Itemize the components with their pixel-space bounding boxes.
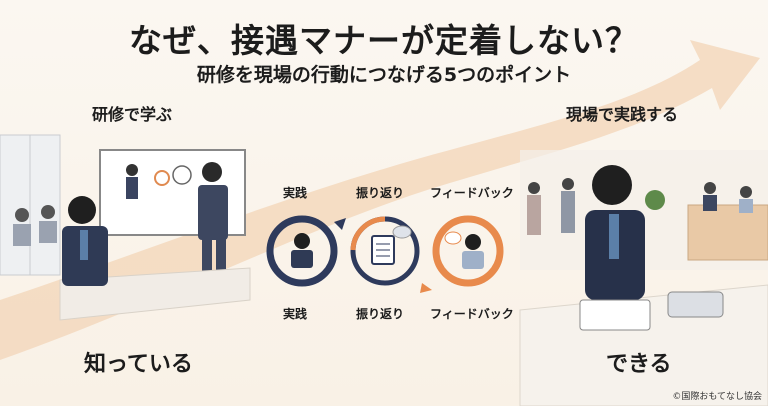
credit-text: ©国際おもてなし協会: [672, 392, 762, 402]
desk-phone: [667, 291, 724, 318]
can-do-caption: できる: [606, 352, 672, 377]
cycle-diagram: [266, 215, 504, 293]
office-illustration: [519, 150, 768, 406]
practice-ring: [266, 215, 338, 287]
feedback-ring: [432, 215, 504, 287]
plant: [645, 190, 665, 210]
cycle-label-reflection-top: 振り返り: [356, 186, 405, 200]
know-caption: 知っている: [84, 352, 193, 377]
cycle-label-practice-top: 実践: [283, 186, 308, 200]
classroom-illustration: [0, 134, 251, 321]
page-subtitle: 研修を現場の行動につなげる5つのポイント: [196, 64, 572, 86]
practice-heading: 現場で実践する: [566, 105, 679, 124]
cycle-label-reflection-bottom: 振り返り: [356, 307, 405, 321]
cycle-label-feedback-top: フィードバック: [430, 186, 514, 200]
cycle-label-feedback-bottom: フィードバック: [430, 307, 514, 321]
page-title: なぜ、接遇マナーが定着しない？: [129, 21, 639, 60]
cycle-label-practice-bottom: 実践: [283, 307, 308, 321]
learn-heading: 研修で学ぶ: [92, 105, 173, 124]
